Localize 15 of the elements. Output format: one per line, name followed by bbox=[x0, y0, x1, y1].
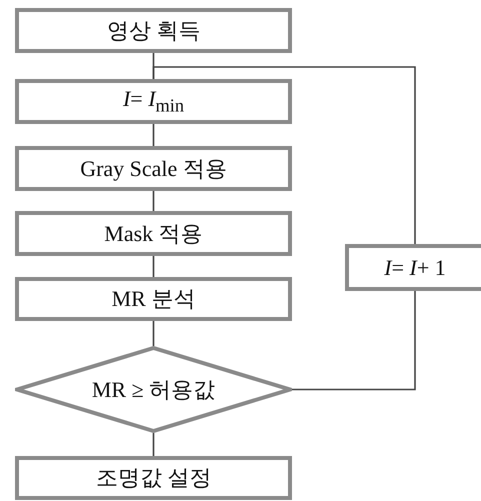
process-box: MR 분석 bbox=[15, 277, 292, 321]
connector-line bbox=[152, 66, 416, 244]
connector-line bbox=[152, 321, 154, 346]
process-box: I= I+ 1 bbox=[345, 244, 481, 291]
decision-diamond: MR ≥ 허용값 bbox=[15, 346, 292, 433]
process-box: 영상 획득 bbox=[15, 8, 292, 53]
process-box: 조명값 설정 bbox=[15, 456, 292, 500]
process-box: Gray Scale 적용 bbox=[15, 146, 292, 191]
connector-line bbox=[292, 291, 416, 390]
connector-line bbox=[152, 433, 154, 456]
connector-line bbox=[152, 256, 154, 277]
connector-line bbox=[152, 191, 154, 211]
process-box: I= I$_{min}$ bbox=[15, 79, 292, 124]
process-box: Mask 적용 bbox=[15, 211, 292, 256]
connector-line bbox=[152, 124, 154, 146]
